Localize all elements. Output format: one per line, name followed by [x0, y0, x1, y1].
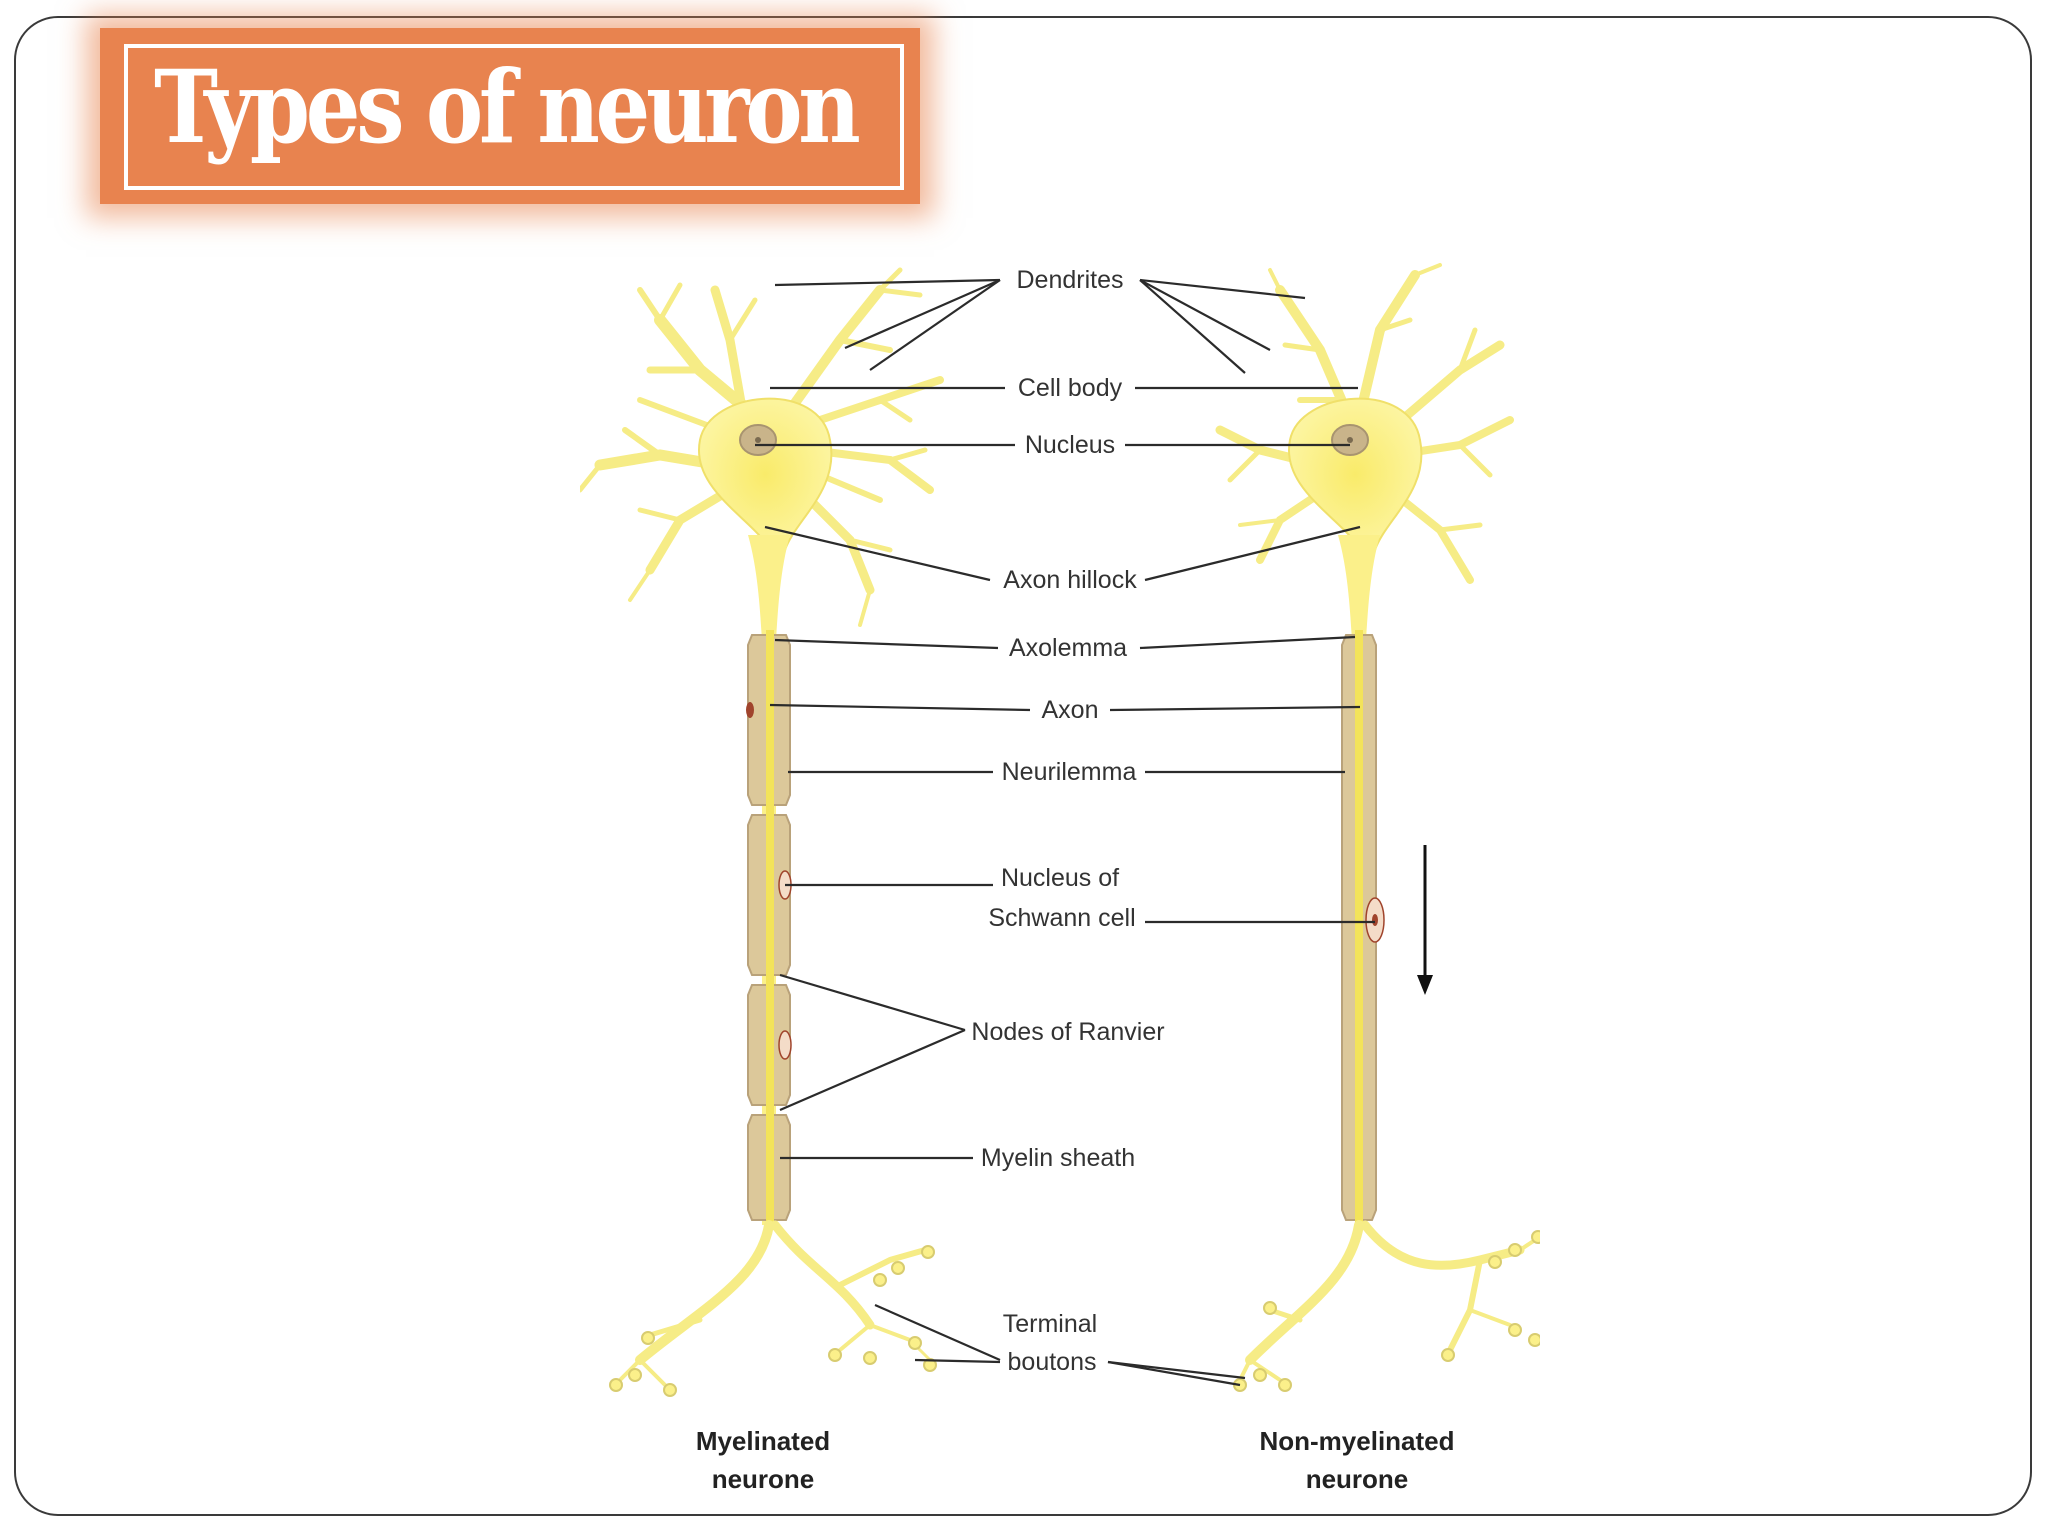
- label-boutons: boutons: [1008, 1348, 1097, 1376]
- label-terminal: Terminal: [1003, 1310, 1097, 1338]
- label-axon-hillock: Axon hillock: [1003, 566, 1137, 594]
- leader-lines: [755, 278, 1375, 1387]
- label-axon: Axon: [1042, 696, 1099, 724]
- slide-title: Types of neuron: [154, 48, 861, 166]
- label-myelin-sheath: Myelin sheath: [981, 1144, 1135, 1172]
- left-axon-hillock: [748, 535, 790, 640]
- label-dendrites: Dendrites: [1017, 266, 1124, 294]
- label-nucleus: Nucleus: [1025, 431, 1115, 459]
- label-axolemma: Axolemma: [1009, 634, 1127, 662]
- right-axon-hillock: [1338, 535, 1380, 640]
- label-schwann-cell: Schwann cell: [988, 904, 1135, 932]
- label-cell-body: Cell body: [1018, 374, 1123, 402]
- caption-right-line1: Non-myelinated: [1259, 1426, 1454, 1456]
- left-terminal-boutons: [609, 1245, 937, 1397]
- right-axon: [1355, 630, 1363, 1230]
- left-dendrites: [577, 267, 944, 627]
- myelinated-neuron: [577, 267, 944, 1397]
- label-neurilemma: Neurilemma: [1002, 758, 1137, 786]
- caption-left-line2: neurone: [712, 1464, 815, 1494]
- label-nucleus-of: Nucleus of: [1001, 864, 1119, 892]
- caption-right-line2: neurone: [1306, 1464, 1409, 1494]
- slide-frame: [14, 16, 2032, 1516]
- diagram-captions: Myelinated neurone Non-myelinated neuron…: [696, 1426, 1455, 1494]
- neuron-diagram: Dendrites Cell body Nucleus Axon hillock…: [577, 250, 1545, 1510]
- neuron-diagram-svg: Dendrites Cell body Nucleus Axon hillock…: [577, 263, 1545, 1494]
- non-myelinated-neuron: [1215, 263, 1545, 1392]
- right-terminal-branches: [1238, 1220, 1537, 1382]
- diagram-labels: Dendrites Cell body Nucleus Axon hillock…: [971, 266, 1164, 1376]
- caption-left-line1: Myelinated: [696, 1426, 830, 1456]
- title-banner: Types of neuron: [124, 44, 904, 190]
- left-cell-body: [697, 397, 833, 551]
- direction-arrow: [1417, 845, 1433, 995]
- right-cell-body: [1287, 397, 1423, 551]
- label-nodes-of-ranvier: Nodes of Ranvier: [971, 1018, 1164, 1046]
- left-terminal-branches: [618, 1220, 932, 1387]
